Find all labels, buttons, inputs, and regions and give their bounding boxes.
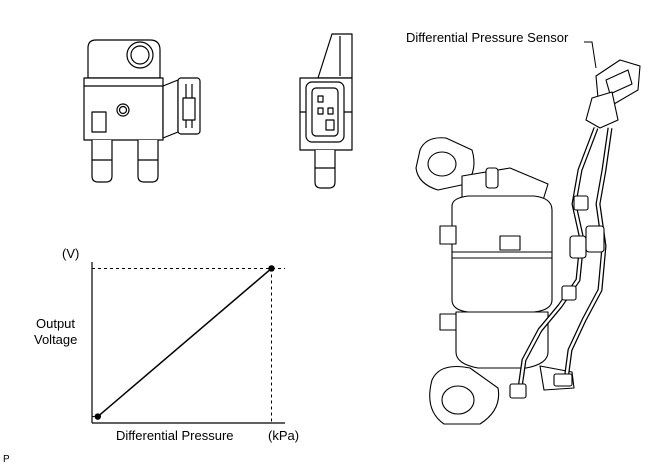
y-axis-label-line2: Voltage — [34, 332, 78, 347]
y-axis-unit: (V) — [62, 246, 80, 261]
x-axis-unit: (kPa) — [268, 428, 300, 443]
voltage-chart — [91, 262, 285, 424]
sensor-front-view — [83, 39, 201, 183]
figure-code: P — [3, 454, 10, 465]
sensor-side-view — [299, 33, 353, 189]
data-point-min — [94, 413, 101, 420]
sensor-callout-label: Differential Pressure Sensor — [406, 30, 569, 45]
x-axis-label: Differential Pressure — [116, 428, 234, 443]
voltage-series-line — [97, 267, 272, 418]
data-point-max — [268, 265, 275, 272]
engine-assembly — [415, 59, 641, 425]
callout-leader — [584, 41, 597, 69]
y-axis-label-line1: Output — [36, 316, 76, 331]
